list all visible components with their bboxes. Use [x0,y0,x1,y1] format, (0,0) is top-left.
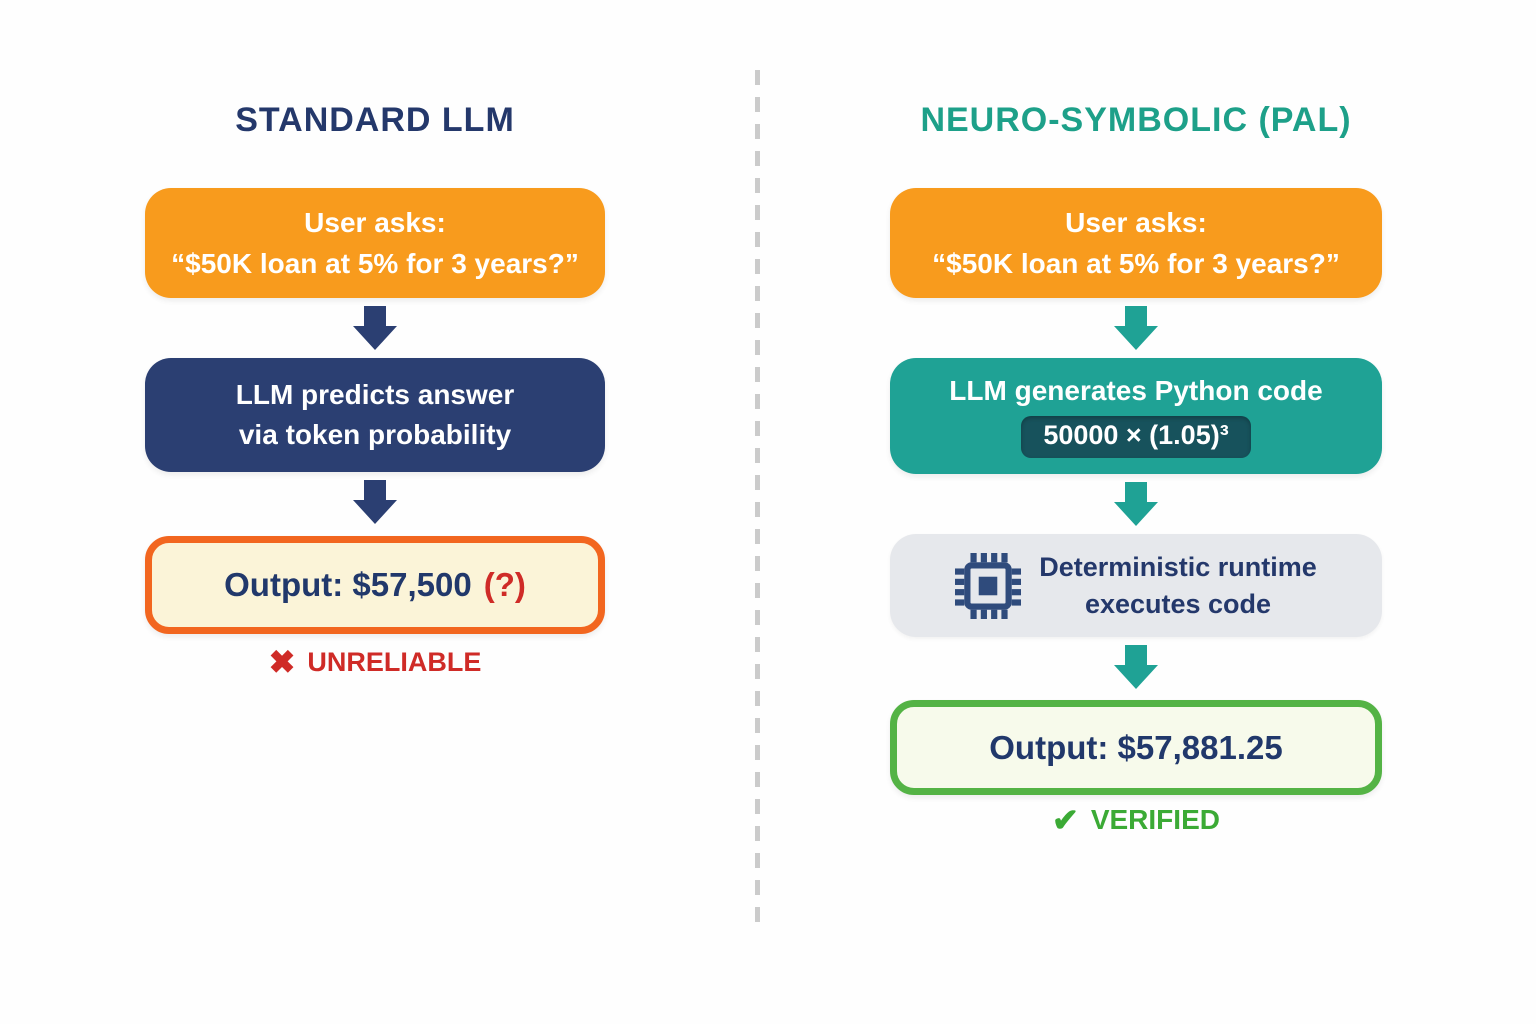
llm-generates-code-box: LLM generates Python code 50000 × (1.05)… [890,358,1382,474]
down-arrow-icon [1114,306,1158,350]
output-box-verified: Output: $57,881.25 [890,700,1382,795]
standard-llm-column: STANDARD LLM User asks: “$50K loan at 5%… [145,100,605,678]
neuro-symbolic-title: NEURO-SYMBOLIC (PAL) [920,101,1352,139]
user-question-box-right: User asks: “$50K loan at 5% for 3 years?… [890,188,1382,298]
down-arrow-icon [353,480,397,524]
cpu-chip-icon [955,552,1022,619]
user-asks-label: User asks: [1065,207,1207,238]
verified-label: VERIFIED [1090,804,1220,835]
unreliable-status: ✖ UNRELIABLE [269,646,482,678]
python-code-chip: 50000 × (1.05)³ [1021,416,1251,458]
checkmark-icon: ✔ [1052,802,1079,838]
user-question-text: “$50K loan at 5% for 3 years?” [932,248,1340,279]
output-value-right: Output: $57,881.25 [989,728,1283,766]
uncertainty-flag: (?) [483,566,526,603]
llm-predicts-box: LLM predicts answer via token probabilit… [145,358,605,472]
cross-icon: ✖ [268,644,296,680]
user-question-box-left: User asks: “$50K loan at 5% for 3 years?… [145,188,605,298]
down-arrow-icon [1114,645,1158,689]
dashed-divider [755,70,760,932]
verified-status: ✔ VERIFIED [1052,804,1220,836]
output-value-left: Output: $57,500 [224,566,472,603]
user-asks-label: User asks: [304,207,446,238]
llm-predicts-line2: via token probability [238,419,512,450]
runtime-line2: executes code [1084,588,1272,619]
llm-predicts-line1: LLM predicts answer [235,379,515,410]
runtime-line1: Deterministic runtime [1039,551,1317,582]
llm-generates-label: LLM generates Python code [949,375,1323,406]
down-arrow-icon [353,306,397,350]
unreliable-label: UNRELIABLE [307,646,482,677]
neuro-symbolic-column: NEURO-SYMBOLIC (PAL) User asks: “$50K lo… [890,100,1382,836]
deterministic-runtime-box: Deterministic runtime executes code [890,534,1382,637]
down-arrow-icon [1114,482,1158,526]
output-box-unreliable: Output: $57,500 (?) [145,536,605,634]
user-question-text: “$50K loan at 5% for 3 years?” [171,248,579,279]
standard-llm-title: STANDARD LLM [235,101,515,139]
